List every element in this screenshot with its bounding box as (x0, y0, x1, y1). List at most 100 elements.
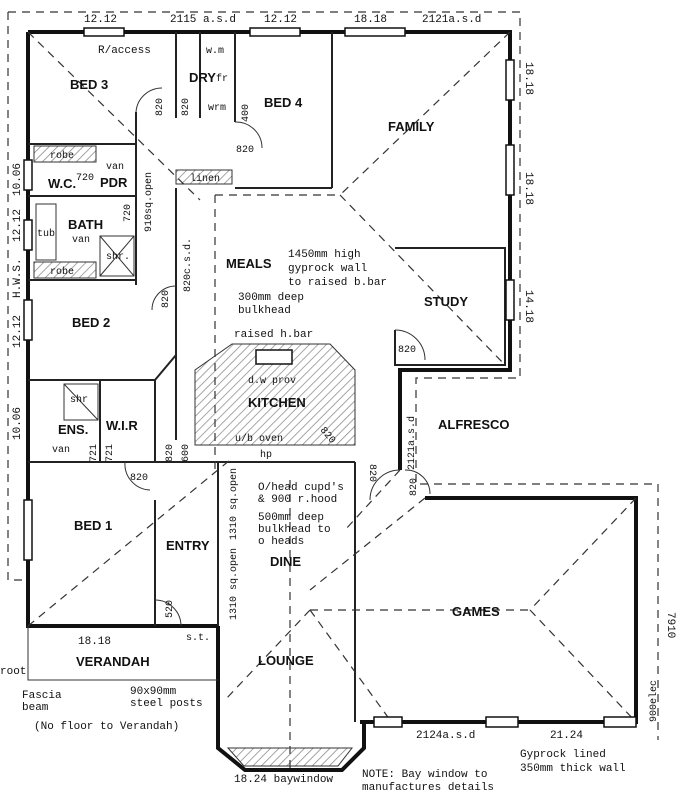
bath-shower (99, 235, 135, 277)
svg-text:350mm thick wall: 350mm thick wall (520, 763, 626, 775)
room-ens: ENS. (58, 422, 88, 437)
svg-text:o heads: o heads (258, 536, 304, 548)
svg-text:bulkhead to: bulkhead to (258, 524, 331, 536)
kitchen-island (194, 343, 356, 446)
svg-text:2115 a.s.d: 2115 a.s.d (170, 14, 236, 26)
room-meals: MEALS (226, 256, 272, 271)
roofline (7, 11, 659, 740)
svg-text:raised h.bar: raised h.bar (234, 329, 313, 341)
svg-text:12.12: 12.12 (84, 14, 117, 26)
svg-text:18.18: 18.18 (522, 172, 534, 205)
svg-text:900elec: 900elec (648, 680, 660, 722)
svg-text:root: root (0, 666, 26, 678)
svg-text:910sq.open: 910sq.open (144, 172, 155, 232)
windows (23, 27, 637, 728)
svg-text:21.24: 21.24 (550, 730, 583, 742)
svg-text:18.18: 18.18 (354, 14, 387, 26)
svg-text:gyprock wall: gyprock wall (288, 263, 367, 275)
room-dry: DRY (189, 70, 216, 85)
svg-text:18.18: 18.18 (522, 62, 534, 95)
svg-text:10.06: 10.06 (12, 163, 24, 196)
bathtub (35, 203, 57, 261)
svg-text:500mm deep: 500mm deep (258, 512, 324, 524)
room-study: STUDY (424, 294, 468, 309)
room-bed2: BED 2 (72, 315, 110, 330)
internal-walls (27, 32, 506, 722)
roof-hips (27, 31, 637, 770)
svg-text:u/b oven: u/b oven (235, 433, 283, 445)
svg-text:600: 600 (181, 444, 192, 462)
sink (255, 349, 293, 365)
svg-text:820: 820 (181, 98, 192, 116)
room-bath: BATH (68, 217, 103, 232)
svg-text:H.W.S.: H.W.S. (12, 258, 24, 298)
room-wir: W.I.R (106, 418, 138, 433)
svg-text:shr: shr (70, 394, 88, 406)
svg-text:1450mm high: 1450mm high (288, 249, 361, 261)
svg-text:820: 820 (398, 345, 416, 356)
svg-text:NOTE: Bay window to: NOTE: Bay window to (362, 769, 487, 781)
room-bed3: BED 3 (70, 77, 108, 92)
room-lounge: LOUNGE (258, 653, 314, 668)
svg-text:shr.: shr. (106, 251, 130, 263)
svg-text:fr: fr (216, 73, 228, 85)
annotation-notes: R/access 1450mm high gyprock wall to rai… (0, 45, 660, 794)
svg-text:bulkhead: bulkhead (238, 305, 291, 317)
svg-text:to raised b.bar: to raised b.bar (288, 277, 387, 289)
room-alfresco: ALFRESCO (438, 417, 510, 432)
svg-text:820: 820 (366, 464, 377, 482)
room-kitchen: KITCHEN (248, 395, 306, 410)
room-family: FAMILY (388, 119, 435, 134)
dimension-labels: 12.12 2115 a.s.d 12.12 18.18 2121a.s.d 1… (12, 14, 676, 786)
svg-text:90x90mm: 90x90mm (130, 686, 177, 698)
linen-cupboard (175, 169, 233, 185)
svg-text:linen: linen (190, 173, 220, 185)
room-verandah: VERANDAH (76, 654, 150, 669)
svg-text:(No floor to Verandah): (No floor to Verandah) (34, 721, 179, 733)
room-bed4: BED 4 (264, 95, 303, 110)
svg-text:manufactures details: manufactures details (362, 782, 494, 794)
svg-text:14.18: 14.18 (522, 290, 534, 323)
ens-shower (63, 383, 99, 421)
svg-text:12.12: 12.12 (12, 315, 24, 348)
room-entry: ENTRY (166, 538, 210, 553)
svg-text:tub: tub (37, 228, 55, 240)
svg-text:820c.s.d.: 820c.s.d. (182, 238, 194, 292)
svg-text:robe: robe (50, 150, 74, 162)
svg-text:1310 sq.open: 1310 sq.open (229, 468, 240, 540)
svg-text:18.24 baywindow: 18.24 baywindow (234, 774, 333, 786)
room-labels: BED 3 BED 4 FAMILY DRY W.C. PDR BATH MEA… (48, 70, 510, 669)
svg-text:R/access: R/access (98, 45, 151, 57)
room-dine: DINE (270, 554, 301, 569)
svg-text:hp: hp (260, 449, 272, 461)
svg-text:steel posts: steel posts (130, 698, 203, 710)
room-bed1: BED 1 (74, 518, 112, 533)
fixture-labels: w.m fr wrm robe robe van van van tub shr… (37, 46, 296, 644)
svg-text:720: 720 (76, 173, 94, 184)
svg-text:1310 sq.open: 1310 sq.open (229, 548, 240, 620)
svg-text:robe: robe (50, 266, 74, 278)
svg-text:820: 820 (161, 290, 172, 308)
room-games: GAMES (452, 604, 500, 619)
svg-text:2121a.s.d: 2121a.s.d (406, 416, 418, 470)
bay-window (226, 747, 354, 767)
svg-text:12.12: 12.12 (264, 14, 297, 26)
svg-text:2121a.s.d: 2121a.s.d (422, 14, 481, 26)
svg-text:820: 820 (130, 473, 148, 484)
svg-text:7910: 7910 (664, 612, 676, 638)
door-width-labels: 820 820 820 400 720 720 820 820 721 721 … (76, 98, 420, 618)
svg-text:520: 520 (165, 600, 176, 618)
svg-text:721: 721 (105, 444, 116, 462)
svg-text:820: 820 (165, 444, 176, 462)
svg-text:720: 720 (123, 204, 134, 222)
svg-text:beam: beam (22, 702, 49, 714)
svg-text:van: van (106, 162, 124, 173)
robe-top (33, 145, 97, 163)
svg-text:O/head cupd's: O/head cupd's (258, 482, 344, 494)
svg-text:721: 721 (89, 444, 100, 462)
svg-text:van: van (52, 445, 70, 456)
svg-text:& 900 r.hood: & 900 r.hood (258, 494, 337, 506)
room-wc: W.C. (48, 176, 76, 191)
svg-text:w.m: w.m (206, 46, 224, 57)
